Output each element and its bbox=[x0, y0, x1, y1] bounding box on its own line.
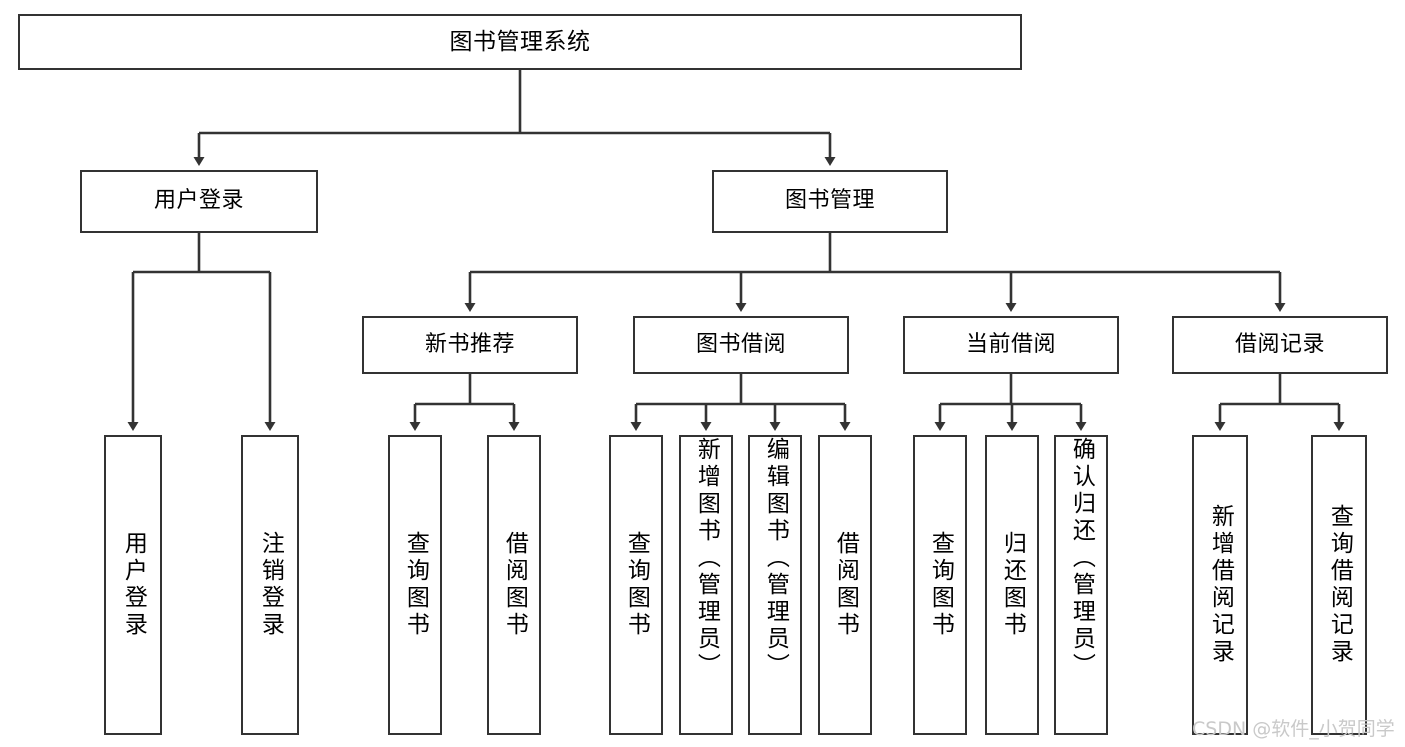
node-borrow-record[interactable]: 借阅记录 bbox=[1172, 316, 1388, 374]
node-leaf-add-book-label: 新增图书（管理员） bbox=[693, 437, 720, 680]
node-new-book-rec-label: 新书推荐 bbox=[424, 331, 515, 357]
node-leaf-borrow-book-rec-label: 借阅图书 bbox=[501, 531, 528, 639]
node-leaf-query-book-current[interactable]: 查询图书 bbox=[913, 435, 967, 735]
node-leaf-edit-book[interactable]: 编辑图书（管理员） bbox=[748, 435, 802, 735]
node-leaf-borrow-book-rec[interactable]: 借阅图书 bbox=[487, 435, 541, 735]
node-root-label: 图书管理系统 bbox=[449, 28, 591, 55]
node-book-manage-label: 图书管理 bbox=[784, 188, 875, 214]
node-leaf-logout[interactable]: 注销登录 bbox=[241, 435, 299, 735]
node-borrow-record-label: 借阅记录 bbox=[1234, 331, 1325, 357]
node-leaf-return-book[interactable]: 归还图书 bbox=[985, 435, 1039, 735]
node-leaf-add-record-label: 新增借阅记录 bbox=[1207, 504, 1234, 666]
node-book-manage[interactable]: 图书管理 bbox=[712, 170, 948, 233]
node-leaf-query-book-rec[interactable]: 查询图书 bbox=[388, 435, 442, 735]
node-user-login-label: 用户登录 bbox=[153, 188, 244, 214]
node-leaf-return-book-label: 归还图书 bbox=[999, 531, 1026, 639]
node-leaf-logout-label: 注销登录 bbox=[257, 531, 284, 639]
node-leaf-query-book-borrow[interactable]: 查询图书 bbox=[609, 435, 663, 735]
node-leaf-borrow-book-label: 借阅图书 bbox=[832, 531, 859, 639]
node-current-borrow[interactable]: 当前借阅 bbox=[903, 316, 1119, 374]
node-leaf-edit-book-label: 编辑图书（管理员） bbox=[762, 437, 789, 680]
node-leaf-add-book[interactable]: 新增图书（管理员） bbox=[679, 435, 733, 735]
node-leaf-borrow-book[interactable]: 借阅图书 bbox=[818, 435, 872, 735]
node-current-borrow-label: 当前借阅 bbox=[965, 331, 1056, 357]
node-leaf-query-book-borrow-label: 查询图书 bbox=[623, 531, 650, 639]
node-user-login[interactable]: 用户登录 bbox=[80, 170, 318, 233]
node-leaf-add-record[interactable]: 新增借阅记录 bbox=[1192, 435, 1248, 735]
node-leaf-confirm-return[interactable]: 确认归还（管理员） bbox=[1054, 435, 1108, 735]
node-leaf-user-login-label: 用户登录 bbox=[120, 531, 147, 639]
node-leaf-user-login[interactable]: 用户登录 bbox=[104, 435, 162, 735]
csdn-watermark: CSDN @软件_小贺同学 bbox=[1192, 718, 1395, 740]
node-leaf-query-book-current-label: 查询图书 bbox=[927, 531, 954, 639]
node-leaf-query-record[interactable]: 查询借阅记录 bbox=[1311, 435, 1367, 735]
node-new-book-rec[interactable]: 新书推荐 bbox=[362, 316, 578, 374]
node-leaf-confirm-return-label: 确认归还（管理员） bbox=[1068, 437, 1095, 680]
node-leaf-query-book-rec-label: 查询图书 bbox=[402, 531, 429, 639]
node-book-borrow-label: 图书借阅 bbox=[695, 331, 786, 357]
node-book-borrow[interactable]: 图书借阅 bbox=[633, 316, 849, 374]
node-leaf-query-record-label: 查询借阅记录 bbox=[1326, 504, 1353, 666]
node-root[interactable]: 图书管理系统 bbox=[18, 14, 1022, 70]
